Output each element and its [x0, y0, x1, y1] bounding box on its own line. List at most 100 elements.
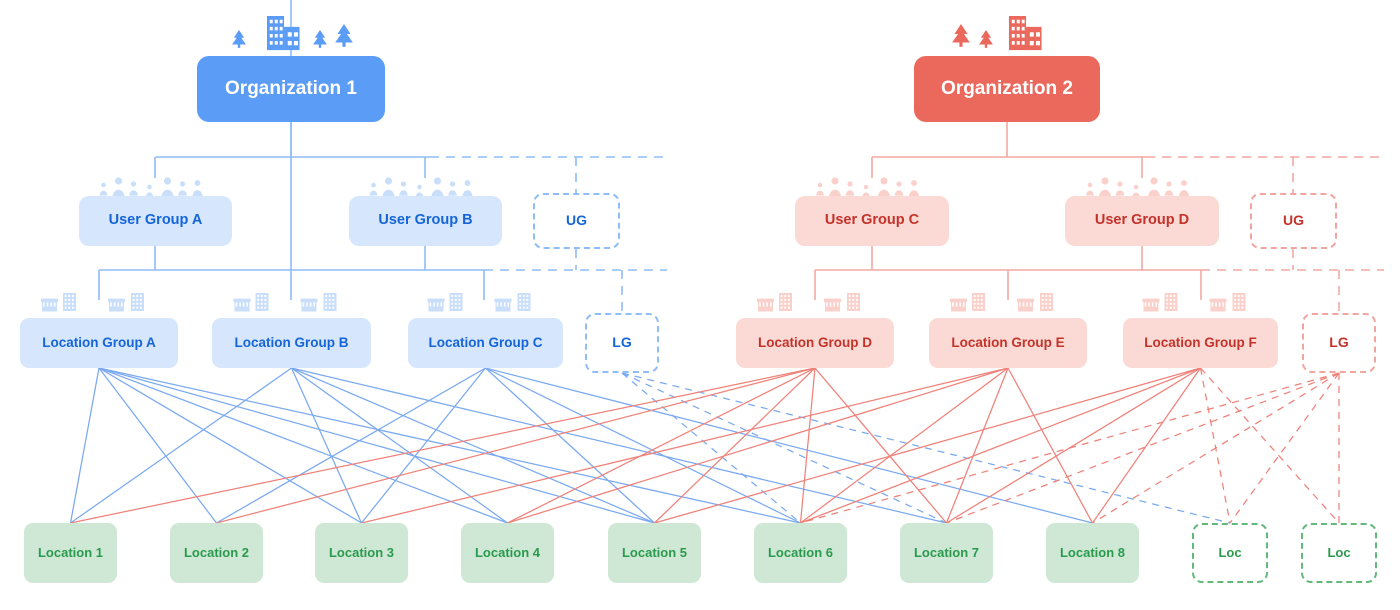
people-icon	[816, 177, 919, 198]
membership-edge	[800, 367, 1009, 524]
membership-edge	[1007, 367, 1094, 524]
membership-edge	[485, 367, 655, 524]
location-group-lgd[interactable]: Location Group D	[736, 318, 894, 368]
shops-icon	[41, 293, 144, 312]
people-icon	[1086, 177, 1189, 198]
building-icon	[1009, 16, 1042, 51]
location-loc8[interactable]: Location 8	[1046, 523, 1139, 583]
people-icon	[99, 177, 203, 198]
node-label: LG	[612, 334, 632, 351]
shops-icon	[1142, 293, 1246, 312]
location-loc1[interactable]: Location 1	[24, 523, 117, 583]
node-label: Loc	[1327, 544, 1351, 560]
tree-icon	[232, 30, 246, 48]
node-label: UG	[1283, 212, 1304, 229]
node-label: Location 7	[913, 544, 979, 560]
node-label: User Group D	[1094, 212, 1190, 229]
membership-edge	[1199, 367, 1231, 524]
membership-edge	[1092, 372, 1340, 524]
location-placeholder-loc-ghost-1[interactable]: Loc	[1192, 523, 1268, 583]
shops-icon	[233, 293, 337, 312]
location-loc6[interactable]: Location 6	[754, 523, 847, 583]
membership-edge	[1200, 367, 1340, 524]
user-group-uga[interactable]: User Group A	[79, 196, 232, 246]
membership-edge	[1091, 367, 1202, 524]
user-group-placeholder-ug-ghost-1[interactable]: UG	[533, 193, 620, 249]
node-label: Location 8	[1059, 544, 1125, 560]
location-group-lge[interactable]: Location Group E	[929, 318, 1087, 368]
membership-edge	[799, 367, 816, 524]
node-label: Organization 1	[225, 77, 357, 99]
node-label: User Group C	[824, 212, 920, 229]
node-label: Location 6	[767, 544, 833, 560]
membership-edge	[98, 367, 508, 524]
tree-icon	[952, 24, 970, 47]
location-group-lga[interactable]: Location Group A	[20, 318, 178, 368]
location-group-lgf[interactable]: Location Group F	[1123, 318, 1278, 368]
location-group-lgb[interactable]: Location Group B	[212, 318, 371, 368]
membership-edge	[814, 367, 947, 524]
organization-org1[interactable]: Organization 1	[197, 56, 385, 122]
node-label: Location 3	[328, 544, 394, 560]
node-label: LG	[1329, 334, 1349, 351]
user-group-placeholder-ug-ghost-2[interactable]: UG	[1250, 193, 1337, 249]
node-label: Location Group A	[42, 334, 156, 350]
location-group-placeholder-lg-ghost-2[interactable]: LG	[1302, 313, 1376, 373]
membership-edge	[69, 367, 100, 524]
membership-edge	[621, 372, 1231, 524]
membership-edge	[70, 367, 292, 524]
membership-edge	[70, 367, 816, 524]
user-group-ugd[interactable]: User Group D	[1065, 196, 1219, 246]
membership-edge	[291, 367, 655, 524]
location-group-placeholder-lg-ghost-1[interactable]: LG	[585, 313, 659, 373]
node-label: Loc	[1218, 544, 1242, 560]
membership-edge	[361, 367, 486, 524]
location-loc3[interactable]: Location 3	[315, 523, 408, 583]
membership-edge	[1229, 372, 1340, 524]
node-label: Location Group C	[428, 334, 543, 350]
membership-edge	[654, 367, 1201, 524]
node-label: Location 4	[474, 544, 540, 560]
location-group-lgc[interactable]: Location Group C	[408, 318, 563, 368]
people-icon	[369, 177, 473, 198]
node-label: User Group B	[378, 212, 473, 229]
membership-edge	[654, 367, 816, 524]
organization-org2[interactable]: Organization 2	[914, 56, 1100, 122]
tree-icon	[313, 30, 327, 48]
membership-edge	[800, 367, 1201, 524]
membership-edge	[485, 367, 1093, 524]
node-label: Location Group B	[234, 334, 349, 350]
node-label: User Group A	[108, 212, 203, 229]
shops-icon	[757, 293, 860, 312]
node-label: Location Group E	[951, 334, 1065, 350]
city-trees-icon	[232, 16, 353, 51]
node-label: Location Group F	[1144, 334, 1257, 350]
membership-edge	[216, 367, 486, 524]
location-loc4[interactable]: Location 4	[461, 523, 554, 583]
location-loc7[interactable]: Location 7	[900, 523, 993, 583]
node-label: Location 5	[621, 544, 687, 560]
membership-edge	[98, 367, 801, 524]
location-placeholder-loc-ghost-2[interactable]: Loc	[1301, 523, 1377, 583]
membership-edge	[361, 367, 1009, 524]
building-icon	[267, 16, 300, 51]
membership-edge	[507, 367, 1009, 524]
user-group-ugb[interactable]: User Group B	[349, 196, 502, 246]
user-group-ugc[interactable]: User Group C	[795, 196, 949, 246]
location-loc2[interactable]: Location 2	[170, 523, 263, 583]
tree-icon	[979, 30, 993, 48]
membership-edge	[98, 367, 655, 524]
membership-edge	[945, 367, 1009, 524]
membership-edge	[507, 367, 816, 524]
node-label: Location 2	[183, 544, 249, 560]
shops-icon	[427, 293, 531, 312]
city-trees-icon	[952, 16, 1042, 51]
node-label: UG	[566, 212, 587, 229]
location-loc5[interactable]: Location 5	[608, 523, 701, 583]
node-label: Location Group D	[758, 334, 872, 350]
tree-icon	[335, 24, 353, 47]
membership-edge	[290, 367, 363, 524]
membership-edge	[800, 372, 1340, 524]
